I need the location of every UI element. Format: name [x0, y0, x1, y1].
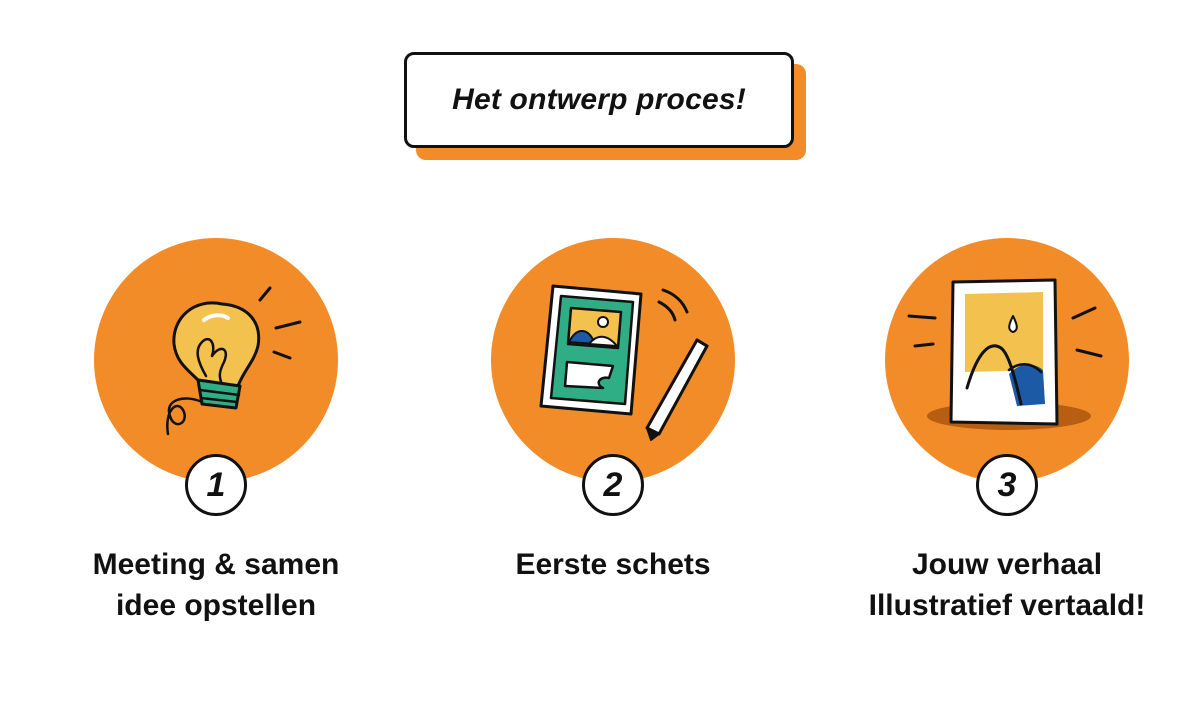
- page-title: Het ontwerp proces!: [452, 83, 746, 116]
- step-2: 2 Eerste schets: [443, 238, 783, 638]
- framed-illustration-icon: [907, 278, 1103, 430]
- step-number-badge: 3: [976, 454, 1038, 516]
- title-banner: Het ontwerp proces!: [404, 52, 806, 160]
- step-label: Meeting & samen idee opstellen: [46, 544, 386, 626]
- step-number: 1: [206, 465, 226, 504]
- step-label-line: Meeting & samen: [92, 548, 340, 581]
- step-label-line: Eerste schets: [515, 548, 711, 581]
- sketch-tablet-icon: [539, 284, 709, 441]
- lightbulb-icon: [166, 286, 302, 436]
- step-number-badge: 1: [185, 454, 247, 516]
- step-label: Jouw verhaal Illustratief vertaald!: [837, 544, 1177, 626]
- step-label: Eerste schets: [443, 544, 783, 585]
- step-label-line: Jouw verhaal: [911, 548, 1103, 581]
- step-label-line: idee opstellen: [115, 589, 317, 622]
- step-1: 1 Meeting & samen idee opstellen: [46, 238, 386, 638]
- step-number: 2: [603, 465, 623, 504]
- step-number-badge: 2: [582, 454, 644, 516]
- step-label-line: Illustratief vertaald!: [868, 589, 1146, 622]
- title-box: Het ontwerp proces!: [404, 52, 794, 148]
- step-3: 3 Jouw verhaal Illustratief vertaald!: [837, 238, 1177, 638]
- step-number: 3: [997, 465, 1017, 504]
